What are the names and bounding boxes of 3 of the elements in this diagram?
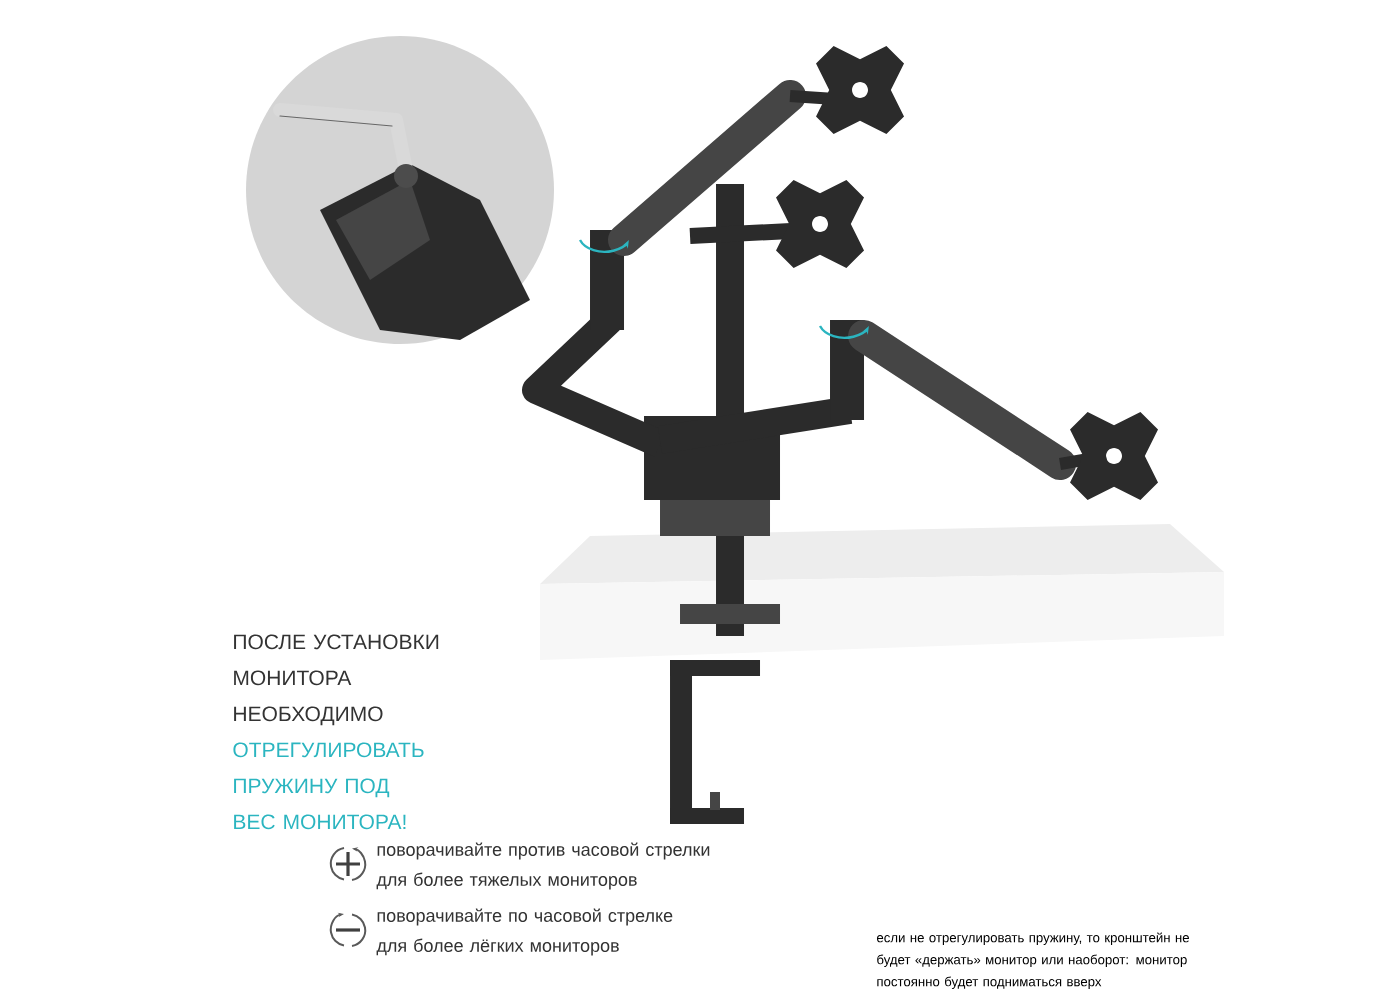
highlight-text: ОТРЕГУЛИРОВАТЬ ПРУЖИНУ ПОД ВЕС МОНИТОРА! [233, 742, 424, 830]
instruction-text: поворачивайте по часовой стрелке для более лёгких мониторов [376, 908, 673, 956]
heading-text: ПОСЛЕ УСТАНОВКИ МОНИТОРА НЕОБХОДИМО [234, 634, 439, 726]
